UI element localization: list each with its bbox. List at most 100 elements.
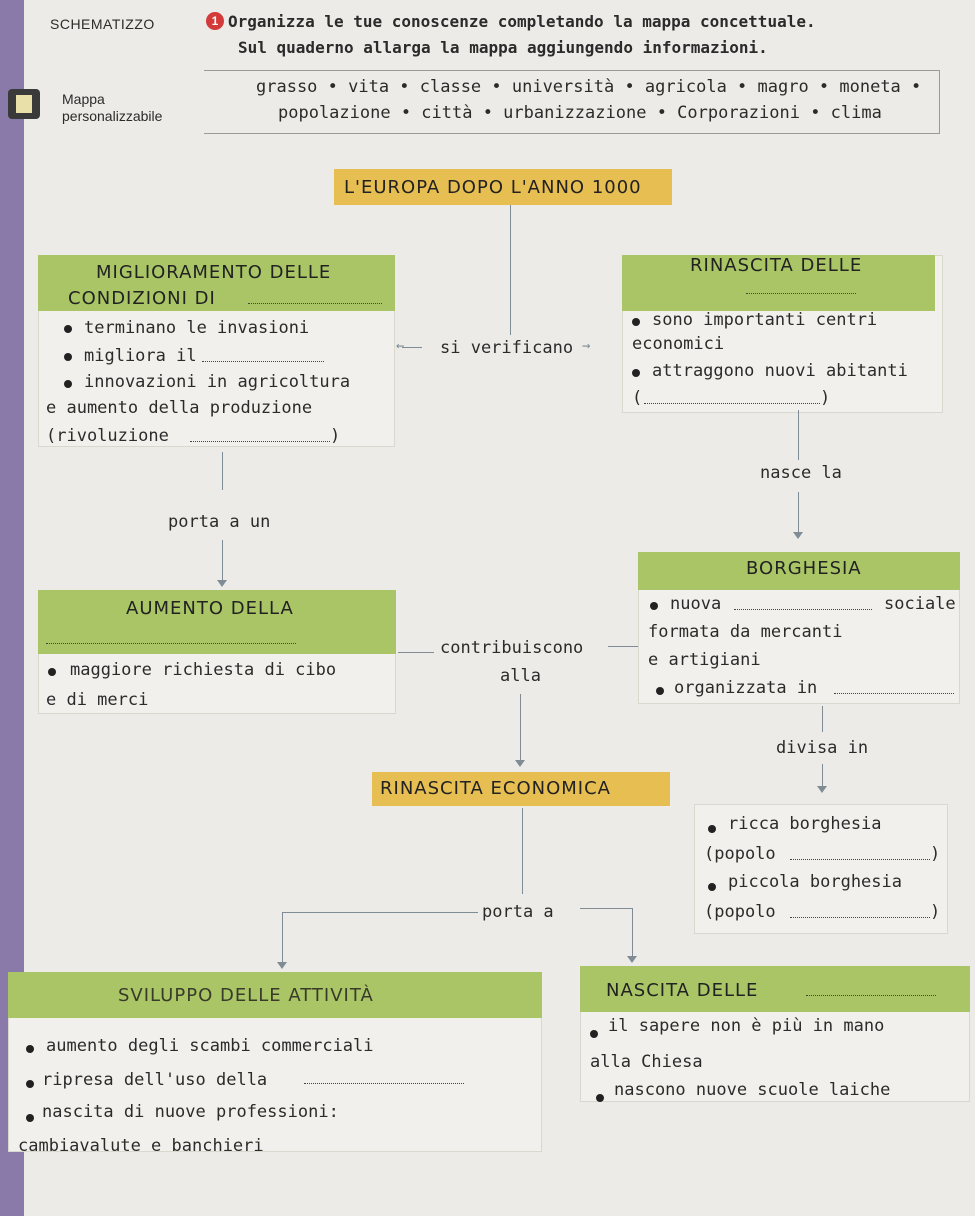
task-line-2: Sul quaderno allarga la mappa aggiungend…	[238, 38, 768, 57]
nasce-la-label: nasce la	[760, 463, 842, 483]
rinascita-delle-title: RINASCITA DELLE	[690, 255, 863, 276]
bullet	[64, 380, 72, 388]
bullet	[708, 883, 716, 891]
blank-nascita-delle[interactable]	[806, 994, 936, 996]
divisa-in-label: divisa in	[776, 738, 869, 758]
arrow-right-icon: →	[582, 338, 591, 354]
borghesia-b1b: formata da mercanti	[648, 622, 843, 642]
borghesia-title: BORGHESIA	[746, 558, 862, 579]
rinascita-b2: attraggono nuovi abitanti	[652, 361, 908, 381]
blank-organizzata-in[interactable]	[834, 692, 954, 694]
divisions-box	[694, 804, 948, 934]
miglioramento-b3: innovazioni in agricoltura	[84, 372, 351, 392]
divisions-b1: ricca borghesia	[728, 814, 882, 834]
sviluppo-b3b: cambiavalute e banchieri	[18, 1136, 264, 1156]
bullet	[596, 1094, 604, 1102]
sviluppo-title: SVILUPPO DELLE ATTIVITÀ	[118, 985, 374, 1006]
connector	[522, 808, 523, 894]
blank-condizioni[interactable]	[248, 302, 382, 304]
connector	[222, 540, 223, 580]
bullet	[48, 668, 56, 676]
section-label: SCHEMATIZZO	[50, 16, 155, 32]
connector	[282, 912, 283, 964]
rinascita-b1b: economici	[632, 334, 725, 354]
bullet	[650, 602, 658, 610]
connector	[222, 452, 223, 490]
divisions-close-1: )	[930, 844, 941, 864]
bullet	[656, 687, 664, 695]
nascita-b1b: alla Chiesa	[590, 1052, 703, 1072]
divisions-b1b: (popolo	[704, 844, 776, 864]
aumento-b1: maggiore richiesta di cibo	[70, 660, 337, 680]
arrow-down-icon	[793, 532, 803, 539]
porta-a-label: porta a	[482, 902, 554, 922]
task-line-1: Organizza le tue conoscenze completando …	[228, 12, 816, 31]
connector	[520, 694, 521, 760]
connector	[608, 646, 638, 647]
miglioramento-title-2: CONDIZIONI DI	[68, 288, 216, 309]
arrow-down-icon	[217, 580, 227, 587]
si-verificano-label: si verificano	[440, 338, 574, 358]
miglioramento-b3b: e aumento della produzione	[46, 398, 313, 418]
borghesia-header	[638, 552, 960, 590]
miglioramento-header	[38, 255, 395, 311]
bullet	[708, 825, 716, 833]
bullet	[632, 369, 640, 377]
word-bank: grasso • vita • classe • università • ag…	[204, 70, 940, 134]
bullet	[26, 1114, 34, 1122]
blank-borghesia-classe[interactable]	[734, 608, 872, 610]
blank-uso-della[interactable]	[304, 1082, 464, 1084]
blank-aumento[interactable]	[46, 642, 296, 644]
miglioramento-b3c: (rivoluzione	[46, 426, 169, 446]
contribuiscono-label: contribuiscono	[440, 638, 584, 658]
map-label-2: personalizzabile	[62, 108, 163, 124]
bullet	[26, 1045, 34, 1053]
arrow-left-icon: ←	[396, 338, 405, 354]
bullet	[64, 325, 72, 333]
sviluppo-b1: aumento degli scambi commerciali	[46, 1036, 374, 1056]
close-paren: )	[330, 426, 341, 446]
blank-rivoluzione[interactable]	[190, 440, 330, 442]
bullet	[64, 353, 72, 361]
divisions-close-2: )	[930, 902, 941, 922]
nascita-b2: nascono nuove scuole laiche	[614, 1080, 891, 1100]
sviluppo-b2: ripresa dell'uso della	[42, 1070, 268, 1090]
rinascita-b1: sono importanti centri	[652, 310, 878, 330]
arrow-left-line	[402, 347, 422, 348]
sviluppo-header	[8, 972, 542, 1018]
borghesia-b1-end: sociale	[884, 594, 956, 614]
connector	[580, 908, 632, 909]
connector	[822, 764, 823, 788]
arrow-down-icon	[817, 786, 827, 793]
map-label-1: Mappa	[62, 91, 105, 107]
sviluppo-b3: nascita di nuove professioni:	[42, 1102, 339, 1122]
rinascita-economica-title: RINASCITA ECONOMICA	[380, 778, 611, 799]
arrow-down-icon	[627, 956, 637, 963]
blank-migliora-il[interactable]	[202, 360, 324, 362]
borghesia-b1c: e artigiani	[648, 650, 761, 670]
map-icon	[8, 89, 40, 119]
miglioramento-b1: terminano le invasioni	[84, 318, 310, 338]
word-bank-line-1: grasso • vita • classe • università • ag…	[256, 77, 922, 97]
blank-popolo-grasso[interactable]	[790, 858, 930, 860]
aumento-b1b: e di merci	[46, 690, 149, 710]
blank-rinascita-delle[interactable]	[746, 292, 856, 294]
nascita-title: NASCITA DELLE	[606, 980, 759, 1001]
rinascita-b2b: (	[632, 388, 643, 408]
rinascita-b2c: )	[820, 388, 831, 408]
task-number-badge: 1	[206, 12, 224, 30]
porta-a-un-label: porta a un	[168, 512, 271, 532]
bullet	[26, 1080, 34, 1088]
connector	[632, 908, 633, 958]
nascita-b1: il sapere non è più in mano	[608, 1016, 885, 1036]
arrow-down-icon	[515, 760, 525, 767]
connector	[798, 410, 799, 460]
blank-popolo-magro[interactable]	[790, 916, 930, 918]
root-node	[334, 169, 672, 205]
blank-rinascita-abitanti[interactable]	[644, 402, 820, 404]
rinascita-economica-node	[372, 772, 670, 806]
rinascita-delle-header	[622, 255, 935, 311]
arrow-down-icon	[277, 962, 287, 969]
nascita-header	[580, 966, 970, 1012]
connector	[798, 492, 799, 532]
